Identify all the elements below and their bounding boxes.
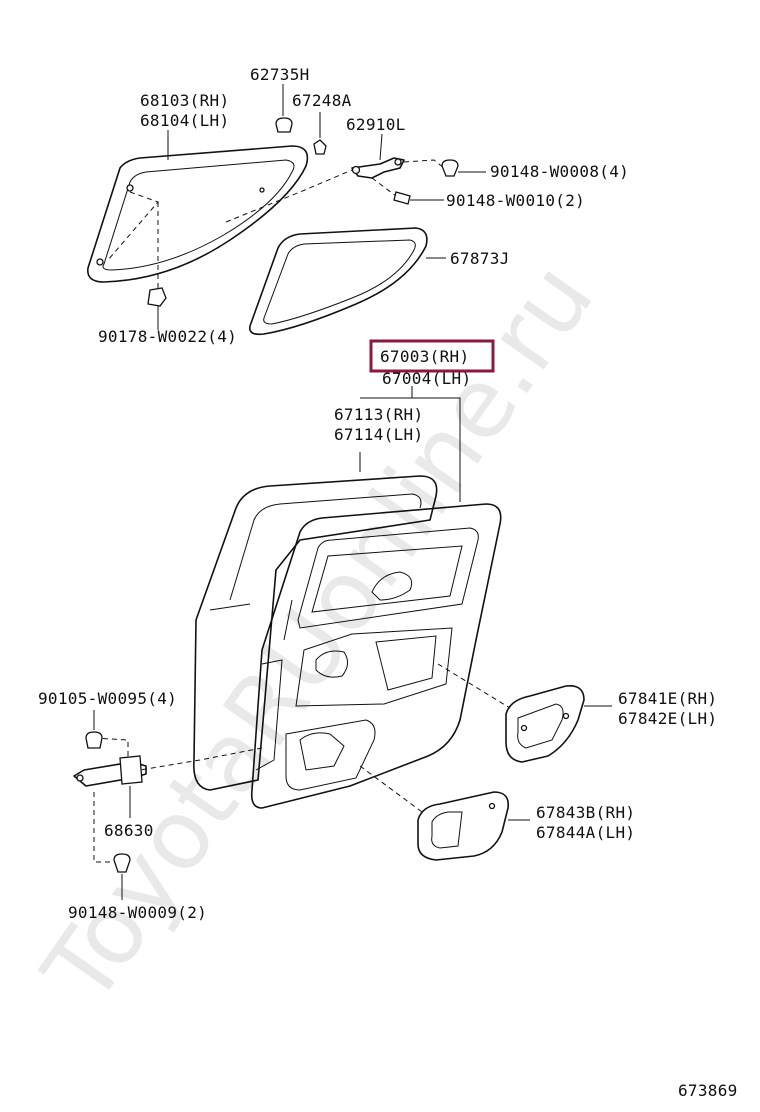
label-67842e: 67842E(LH): [618, 709, 717, 728]
bracket-62910l[interactable]: [351, 157, 405, 179]
label-90148-w0008: 90148-W0008(4): [490, 162, 629, 181]
label-67844a: 67844A(LH): [536, 823, 635, 842]
label-90148-w0010: 90148-W0010(2): [446, 191, 585, 210]
service-hole-cover-67841e[interactable]: [505, 684, 585, 763]
screw-90148-w0010[interactable]: [393, 191, 411, 205]
label-67114: 67114(LH): [334, 425, 423, 444]
screw-90148-w0008[interactable]: [441, 159, 459, 177]
label-67873j: 67873J: [450, 249, 510, 268]
label-67843b: 67843B(RH): [536, 803, 635, 822]
door-outer-panel[interactable]: [193, 475, 438, 791]
glass-clip-leader: [107, 191, 159, 288]
cap-62735h[interactable]: [275, 117, 293, 133]
weatherstrip-67873j[interactable]: [248, 227, 428, 336]
door-inner-panel[interactable]: [250, 503, 502, 809]
label-62910l: 62910L: [346, 115, 406, 134]
label-90105-w0095: 90105-W0095(4): [38, 689, 177, 708]
quarter-glass[interactable]: [87, 145, 309, 283]
bolt-90105-w0095[interactable]: [85, 731, 103, 749]
label-67113: 67113(RH): [334, 405, 423, 424]
label-67003[interactable]: 67003(RH): [380, 347, 469, 366]
label-67248a: 67248A: [292, 91, 352, 110]
clip-90178-w0022[interactable]: [147, 287, 167, 307]
label-67004: 67004(LH): [382, 369, 471, 388]
door-check-68630[interactable]: [73, 755, 147, 787]
highlight-box: [369, 339, 495, 373]
diagram-id: 673869: [678, 1081, 738, 1100]
label-62735h: 62735H: [250, 65, 310, 84]
label-67841e: 67841E(RH): [618, 689, 717, 708]
clip-67248a[interactable]: [313, 139, 327, 155]
screw-90148-w0009[interactable]: [113, 853, 131, 873]
label-68104: 68104(LH): [140, 111, 229, 130]
label-90148-w0009: 90148-W0009(2): [68, 903, 207, 922]
label-68630: 68630: [104, 821, 154, 840]
label-90178-w0022: 90178-W0022(4): [98, 327, 237, 346]
label-68103: 68103(RH): [140, 91, 229, 110]
service-hole-cover-67843b[interactable]: [417, 791, 510, 861]
